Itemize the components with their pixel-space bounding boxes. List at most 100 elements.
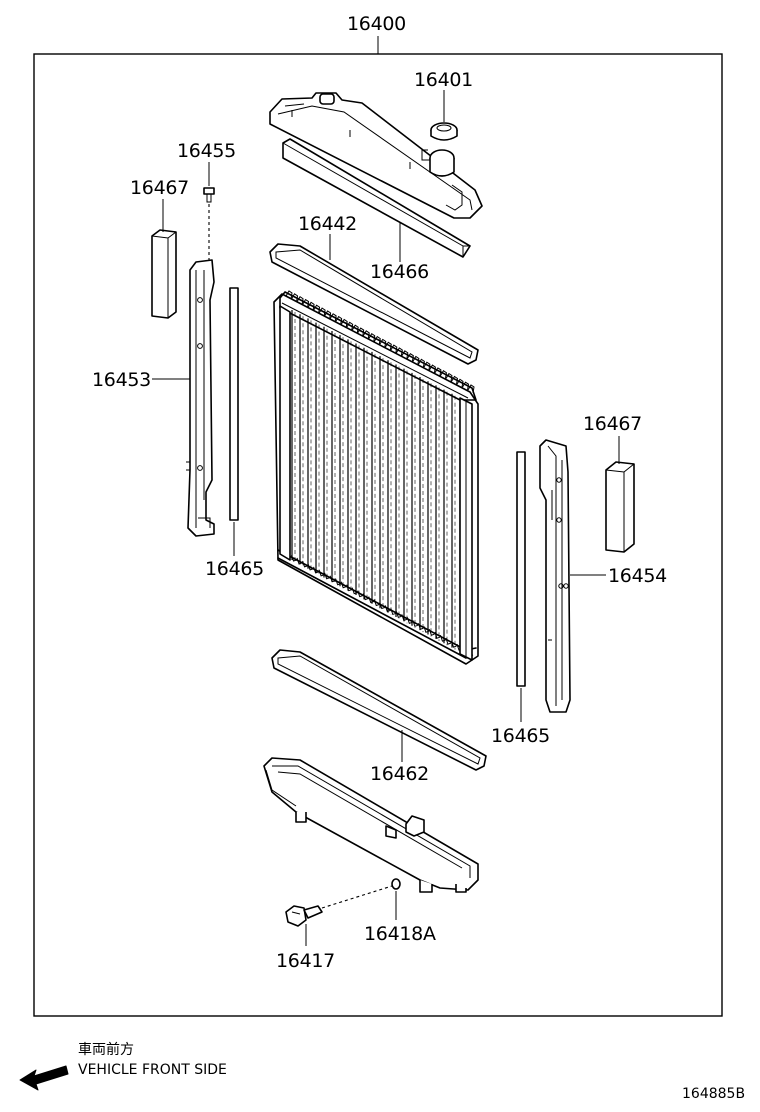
part-number-16418a[interactable]: 16418A bbox=[364, 923, 436, 945]
header-tab bbox=[302, 298, 310, 308]
lower-gasket[interactable] bbox=[271, 649, 487, 771]
drain-cock[interactable] bbox=[285, 905, 323, 927]
header-tab bbox=[368, 333, 376, 342]
header-tab bbox=[417, 358, 425, 368]
header-tab bbox=[285, 290, 293, 300]
header-tab bbox=[423, 626, 430, 633]
direction-label-en: VEHICLE FRONT SIDE bbox=[78, 1062, 227, 1078]
diagram-code: 164885B bbox=[682, 1086, 745, 1102]
header-tab bbox=[384, 341, 392, 351]
header-tab bbox=[451, 375, 459, 385]
header-tab bbox=[379, 338, 387, 348]
part-number-16455[interactable]: 16455 bbox=[177, 140, 236, 162]
header-tab bbox=[445, 372, 453, 382]
header-tab bbox=[313, 304, 321, 314]
assembly-label[interactable]: 16400 bbox=[347, 13, 406, 35]
right-seal-strip[interactable] bbox=[516, 451, 526, 687]
header-tab bbox=[401, 614, 407, 621]
part-number-16465-left[interactable]: 16465 bbox=[205, 558, 264, 580]
header-tab bbox=[357, 590, 363, 598]
upper-gasket[interactable] bbox=[269, 243, 479, 365]
part-number-16417[interactable]: 16417 bbox=[276, 950, 335, 972]
assembly-frame bbox=[33, 53, 723, 1017]
header-tab bbox=[313, 566, 319, 574]
header-tab bbox=[296, 557, 303, 565]
part-number-16466[interactable]: 16466 bbox=[370, 261, 429, 283]
header-tab bbox=[412, 355, 420, 365]
upper-seal-bar[interactable] bbox=[282, 138, 471, 258]
header-tab bbox=[351, 324, 359, 334]
header-tab bbox=[307, 563, 314, 571]
header-tab bbox=[324, 572, 330, 580]
upper-tank[interactable] bbox=[269, 92, 483, 219]
left-seal-strip[interactable] bbox=[229, 287, 239, 521]
part-number-16467-right[interactable]: 16467 bbox=[583, 413, 642, 435]
radiator-core[interactable] bbox=[273, 290, 479, 665]
header-tab bbox=[357, 327, 365, 337]
header-tab bbox=[450, 640, 457, 648]
header-tab bbox=[362, 593, 369, 601]
part-number-16454[interactable]: 16454 bbox=[608, 565, 667, 587]
drain-o-ring[interactable] bbox=[391, 878, 401, 890]
header-tab bbox=[439, 370, 447, 379]
part-number-16442[interactable]: 16442 bbox=[298, 213, 357, 235]
header-tab bbox=[406, 617, 413, 624]
header-tab bbox=[307, 301, 315, 311]
header-tab bbox=[368, 596, 374, 604]
radiator-cap[interactable] bbox=[430, 122, 458, 141]
right-foam-block[interactable] bbox=[605, 461, 635, 553]
header-tab bbox=[395, 347, 403, 357]
header-tab bbox=[428, 629, 435, 636]
header-tab bbox=[302, 560, 308, 568]
header-tab bbox=[445, 637, 452, 645]
header-tab bbox=[318, 307, 326, 317]
header-tab bbox=[373, 599, 380, 607]
bracket-screw[interactable] bbox=[203, 187, 215, 203]
header-tab bbox=[390, 344, 398, 354]
part-number-16453[interactable]: 16453 bbox=[92, 369, 151, 391]
header-tab bbox=[329, 575, 336, 583]
part-number-16462[interactable]: 16462 bbox=[370, 763, 429, 785]
header-tab bbox=[390, 608, 396, 616]
part-number-16401[interactable]: 16401 bbox=[414, 69, 473, 91]
header-tab bbox=[434, 367, 442, 376]
header-tab bbox=[335, 315, 343, 325]
header-tab bbox=[412, 620, 419, 627]
header-tab bbox=[373, 335, 381, 345]
header-tab bbox=[417, 623, 424, 630]
header-tab bbox=[428, 364, 436, 374]
left-foam-block[interactable] bbox=[151, 229, 177, 319]
header-tab bbox=[351, 587, 358, 595]
header-tab bbox=[296, 295, 304, 305]
header-tab bbox=[329, 313, 337, 322]
header-tab bbox=[401, 350, 409, 359]
direction-label-jp: 車両前方 bbox=[78, 1041, 134, 1058]
left-arrow-icon bbox=[19, 1065, 69, 1091]
header-tab bbox=[467, 384, 475, 394]
header-tab bbox=[340, 581, 347, 589]
header-tab bbox=[423, 361, 431, 371]
header-tab bbox=[384, 605, 391, 613]
part-number-16467-left[interactable]: 16467 bbox=[130, 177, 189, 199]
header-tab bbox=[291, 554, 297, 562]
header-tab bbox=[346, 321, 354, 331]
header-tab bbox=[346, 584, 352, 592]
header-tab bbox=[434, 632, 441, 639]
header-tab bbox=[462, 381, 470, 391]
header-tab bbox=[340, 318, 348, 328]
header-tab bbox=[318, 569, 325, 577]
part-number-16465-right[interactable]: 16465 bbox=[491, 725, 550, 747]
header-tab bbox=[456, 378, 464, 388]
header-tab bbox=[362, 330, 370, 339]
header-tab bbox=[324, 310, 332, 320]
right-side-bracket[interactable] bbox=[539, 439, 571, 713]
header-tab bbox=[406, 352, 414, 362]
header-tab bbox=[439, 634, 446, 642]
lower-tank[interactable] bbox=[263, 757, 479, 893]
header-tab bbox=[379, 602, 385, 610]
header-tab bbox=[335, 578, 341, 586]
header-tab bbox=[395, 611, 402, 619]
left-side-bracket[interactable] bbox=[186, 259, 215, 537]
header-tab bbox=[291, 293, 299, 302]
